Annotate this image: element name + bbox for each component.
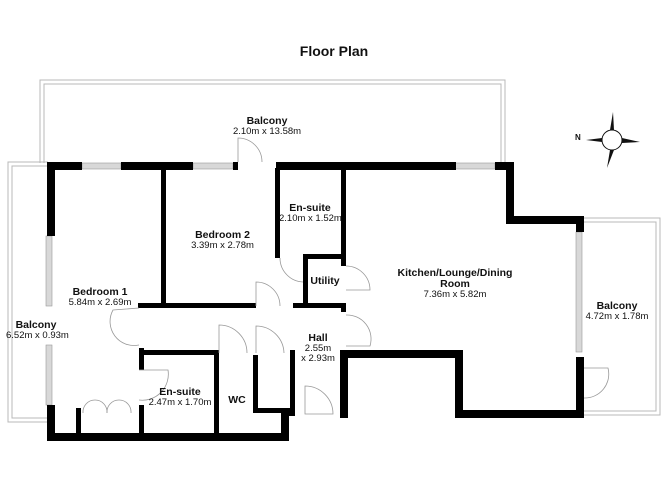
room-label-utility: Utility <box>310 275 340 287</box>
room-label-bedroom-1: Bedroom 1 5.84m x 2.69m <box>68 286 132 309</box>
windows <box>45 162 583 406</box>
compass-rose-icon <box>586 112 640 168</box>
walls <box>47 162 584 441</box>
room-label-ensuite-1: En-suite 2.10m x 1.52m <box>279 202 342 225</box>
room-label-kitchen: Kitchen/Lounge/Dining Room 7.36m x 5.82m <box>397 267 513 301</box>
room-label-balcony-left: Balcony 6.52m x 0.93m <box>6 319 69 342</box>
room-label-wc: WC <box>228 394 246 406</box>
room-label-bedroom-2: Bedroom 2 3.39m x 2.78m <box>191 229 254 252</box>
door-swings <box>82 137 610 415</box>
page-title: Floor Plan <box>299 43 369 59</box>
balcony-outlines <box>7 79 661 423</box>
room-label-balcony-right: Balcony 4.72m x 1.78m <box>585 300 649 323</box>
room-label-ensuite-2: En-suite 2.47m x 1.70m <box>148 386 212 409</box>
compass-north-label: N <box>575 133 581 142</box>
room-label-balcony-top: Balcony 2.10m x 13.58m <box>232 115 302 138</box>
room-label-hall: Hall 2.55m x 2.93m <box>301 332 335 364</box>
